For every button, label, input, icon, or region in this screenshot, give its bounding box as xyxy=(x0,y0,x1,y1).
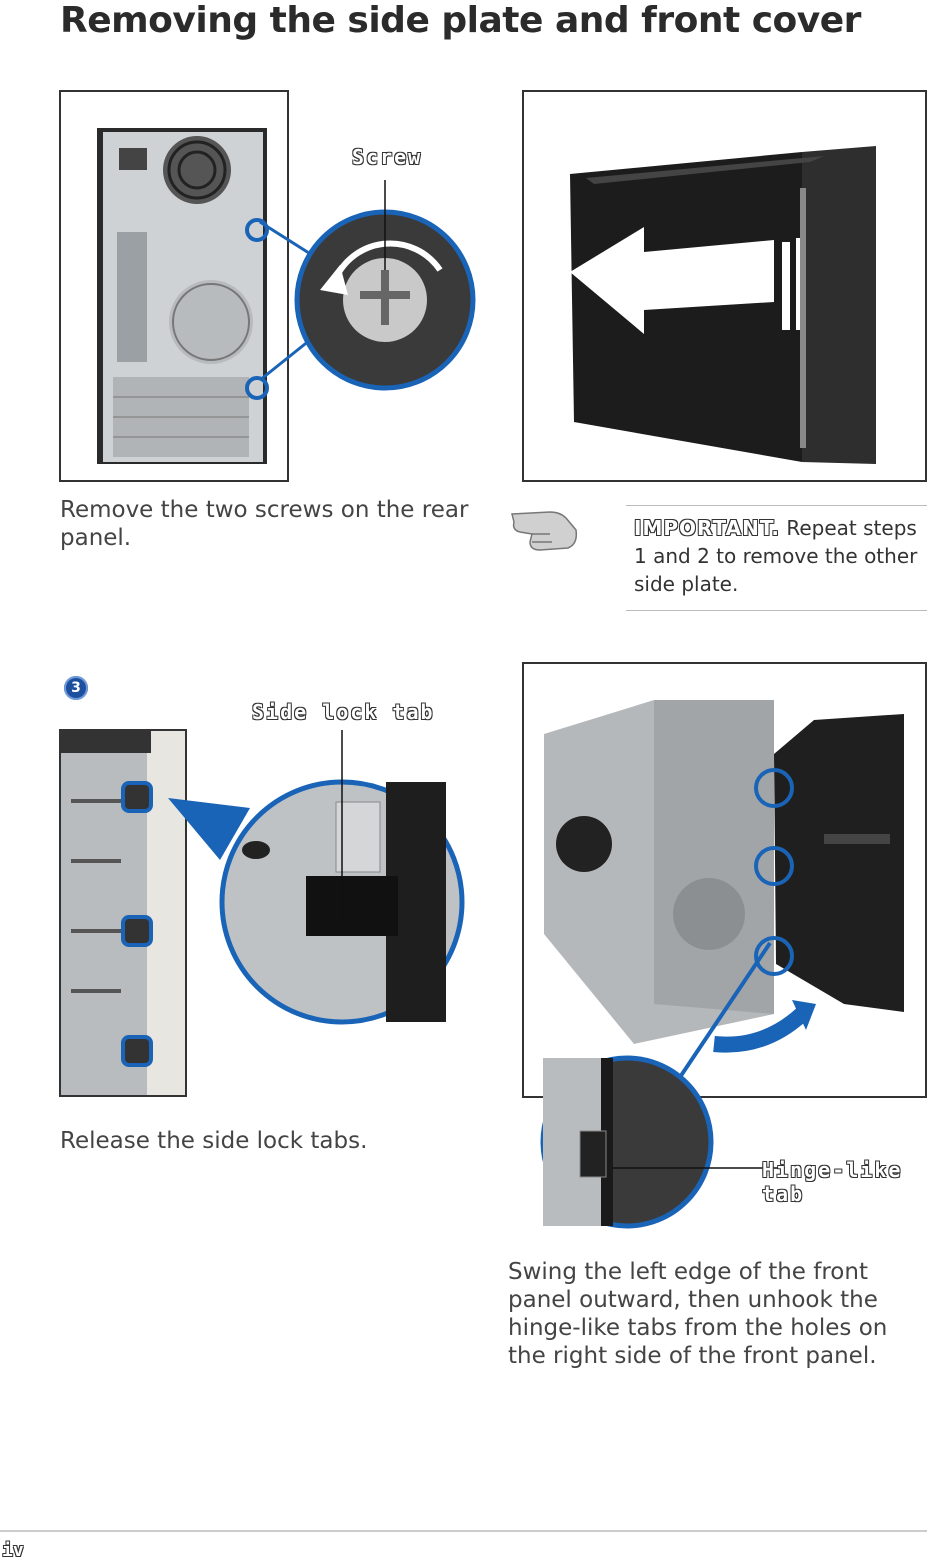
side-lock-illustration xyxy=(61,731,185,1095)
screw-label: Screw xyxy=(352,145,423,169)
hinge-like-tab-label: Hinge-like tab xyxy=(762,1158,903,1206)
important-note: IMPORTANT. Repeat steps 1 and 2 to remov… xyxy=(626,505,927,611)
front-panel-illustration xyxy=(544,700,904,1053)
side-plate-illustration xyxy=(570,146,876,464)
front-panel-figure xyxy=(522,662,927,1098)
screw-callout xyxy=(259,180,476,391)
side-lock-tab-label: Side lock tab xyxy=(252,700,435,724)
note-text: Repeat steps 1 and 2 to remove the other… xyxy=(634,516,918,596)
page-title: Removing the side plate and front cover xyxy=(60,0,861,41)
rear-panel-illustration xyxy=(97,128,269,464)
side-plate-figure xyxy=(522,90,927,482)
footer-divider xyxy=(0,1530,927,1532)
side-lock-figure xyxy=(59,729,187,1097)
note-heading: IMPORTANT. xyxy=(634,516,781,540)
step-4-caption: Swing the left edge of the front panel o… xyxy=(508,1259,888,1369)
page-number: iv xyxy=(2,1540,24,1561)
step-3-caption: Release the side lock tabs. xyxy=(60,1128,368,1154)
hand-pointing-icon xyxy=(511,511,578,551)
rear-panel-figure xyxy=(59,90,289,482)
hinge-tab-callout xyxy=(540,941,780,1229)
side-lock-callout xyxy=(168,730,465,1025)
step-3-badge: 3 xyxy=(64,676,88,700)
step-1-caption: Remove the two screws on the rear panel. xyxy=(60,497,469,551)
